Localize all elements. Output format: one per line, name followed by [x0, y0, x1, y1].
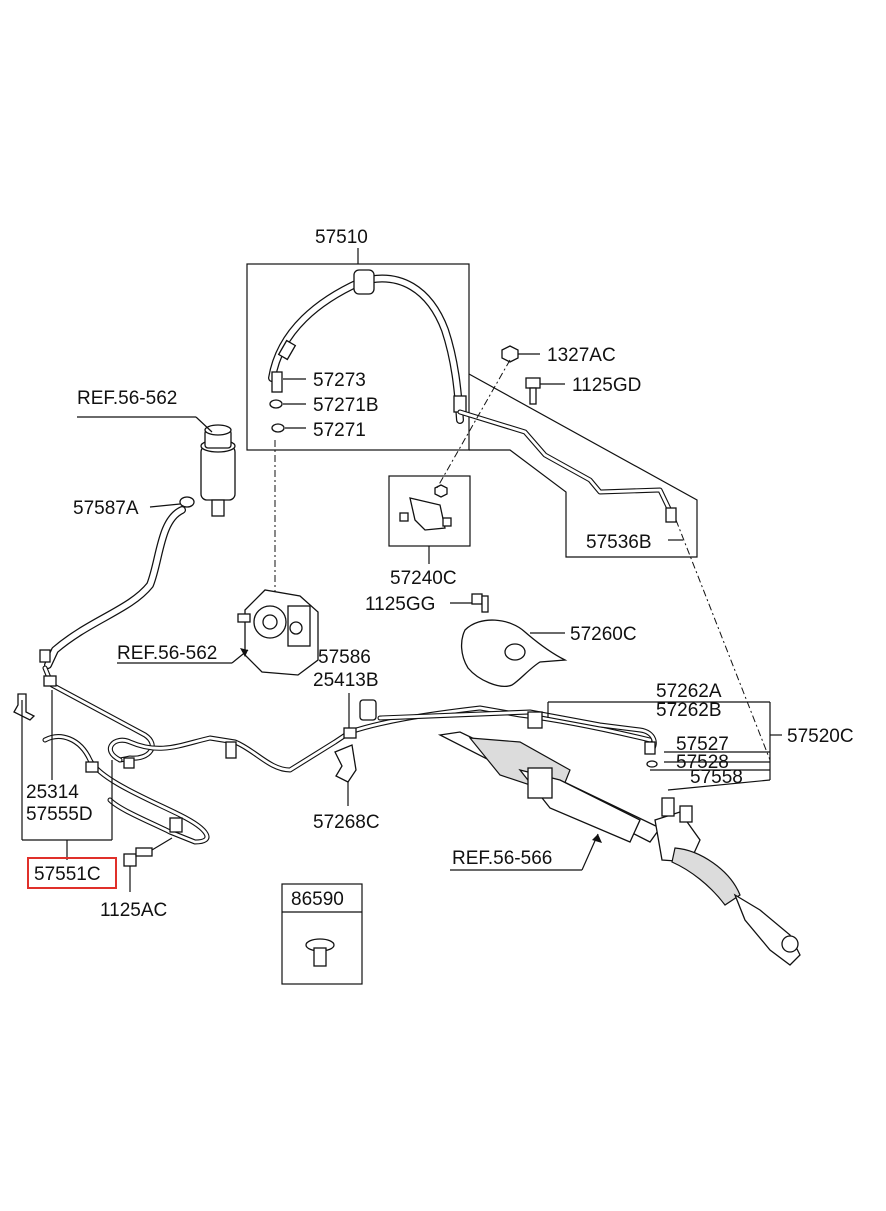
label-ref-pump[interactable]: REF.56-562 [117, 643, 217, 664]
clamp-57262 [527, 711, 543, 729]
label-25413b[interactable]: 25413B [313, 670, 379, 691]
clip-86590-box [281, 883, 363, 985]
label-57555d[interactable]: 57555D [26, 804, 93, 825]
label-ref-gear[interactable]: REF.56-566 [452, 848, 552, 869]
label-57536b[interactable]: 57536B [586, 532, 652, 553]
label-ref-reservoir[interactable]: REF.56-562 [77, 388, 177, 409]
fitting-bolt-57273 [271, 371, 306, 393]
hose-clamp [353, 269, 375, 295]
tube-fitting [665, 507, 677, 523]
label-57262a[interactable]: 57262A [656, 681, 722, 702]
clamp-57587a [149, 496, 195, 508]
bracket-57240c [388, 475, 471, 564]
washer-57271b [269, 399, 306, 409]
label-57527[interactable]: 57527 [676, 734, 729, 755]
label-57510[interactable]: 57510 [315, 227, 368, 248]
group-57536b-outline [468, 373, 698, 558]
label-57528[interactable]: 57528 [676, 752, 729, 773]
fitting-57527 [644, 741, 656, 755]
oring-57271 [271, 423, 306, 433]
bolt-1125gd [525, 377, 565, 405]
group-57510: 57510 57273 57271B 57271 [246, 227, 675, 518]
nut-1327ac [501, 345, 540, 363]
label-57271b[interactable]: 57271B [313, 395, 379, 416]
label-1327ac[interactable]: 1327AC [547, 345, 616, 366]
label-57262b[interactable]: 57262B [656, 700, 722, 721]
label-57273[interactable]: 57273 [313, 370, 366, 391]
shield-57260c [460, 619, 568, 687]
bracket-57268c [334, 744, 357, 806]
label-1125gd[interactable]: 1125GD [572, 375, 641, 396]
label-1125gg[interactable]: 1125GG [365, 594, 435, 615]
label-57520c[interactable]: 57520C [787, 726, 854, 747]
reservoir [195, 416, 236, 517]
label-57240c[interactable]: 57240C [390, 568, 457, 589]
label-57558[interactable]: 57558 [690, 767, 743, 788]
label-57268c[interactable]: 57268C [313, 812, 380, 833]
clamp-57586 [343, 693, 377, 739]
washer-57528 [646, 760, 658, 768]
steering-gear [437, 731, 801, 966]
label-57551c[interactable]: 57551C [34, 864, 101, 885]
label-1125ac[interactable]: 1125AC [100, 900, 167, 921]
label-57260c[interactable]: 57260C [570, 624, 637, 645]
label-25314[interactable]: 25314 [26, 782, 79, 803]
bolt-1125ac [123, 837, 173, 892]
label-86590[interactable]: 86590 [291, 889, 344, 910]
bolt-1125gg [471, 593, 489, 613]
label-57271[interactable]: 57271 [313, 420, 366, 441]
label-57586[interactable]: 57586 [318, 647, 371, 668]
highlight-box-57551c [27, 857, 117, 889]
label-57587a[interactable]: 57587A [73, 498, 139, 519]
power-steering-pump [237, 589, 319, 676]
